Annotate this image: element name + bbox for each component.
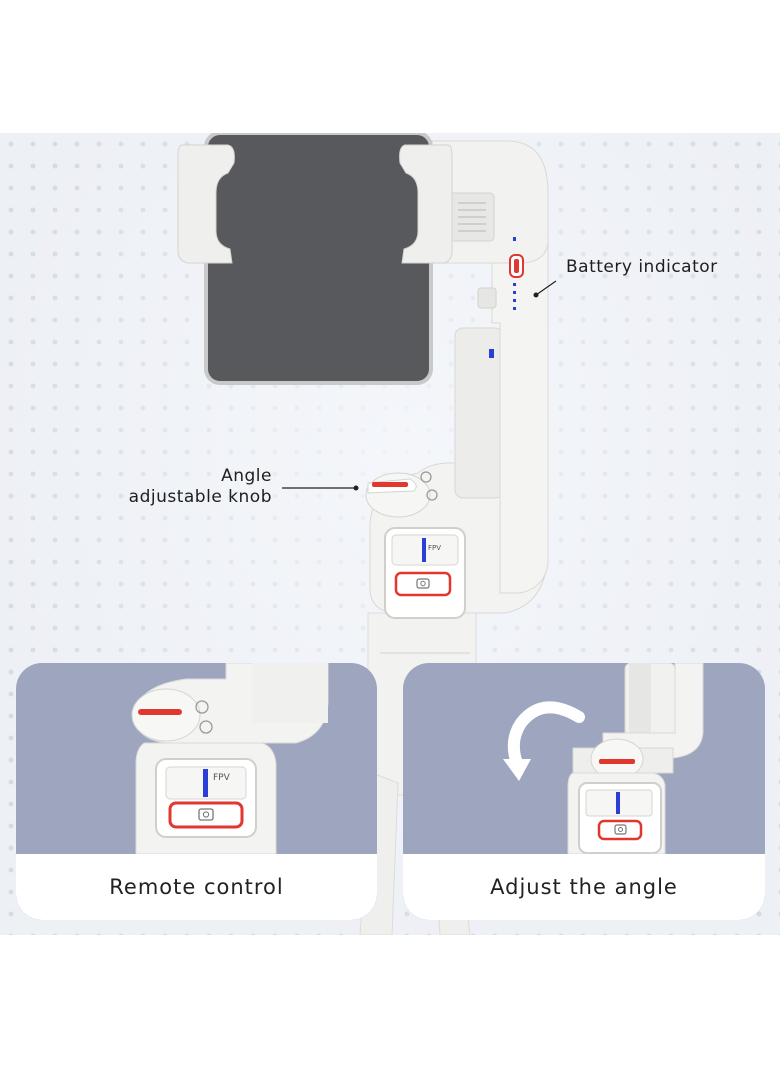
phone-clamp-right [399,144,453,264]
product-stage: FPV [0,133,780,935]
remote-fpv-label: FPV [428,544,441,552]
phone [204,133,433,385]
motor-housing [454,327,504,499]
angle-knob-closeup [131,688,213,742]
angle-knob-label-line1: Angle [221,466,272,486]
adjust-angle-closeup [503,663,704,854]
curved-arrow-icon [503,701,585,781]
remote-control-panel: FPV Remote control [16,663,377,920]
angle-knob [365,471,438,518]
adjust-angle-panel: Adjust the angle [403,663,765,920]
remote-closeup-fpv: FPV [213,773,231,783]
adjust-angle-caption: Adjust the angle [403,854,765,920]
remote-control [384,527,466,619]
battery-indicator-label: Battery indicator [566,257,718,277]
angle-knob-label-line2: adjustable knob [128,487,272,507]
indicator-light [489,349,494,358]
remote-closeup: FPV [131,663,329,854]
battery-leader-line [535,280,557,296]
angle-knob-label: Angle adjustable knob [104,466,272,508]
remote-control-caption: Remote control [16,854,377,920]
phone-clamp-left [177,144,235,264]
